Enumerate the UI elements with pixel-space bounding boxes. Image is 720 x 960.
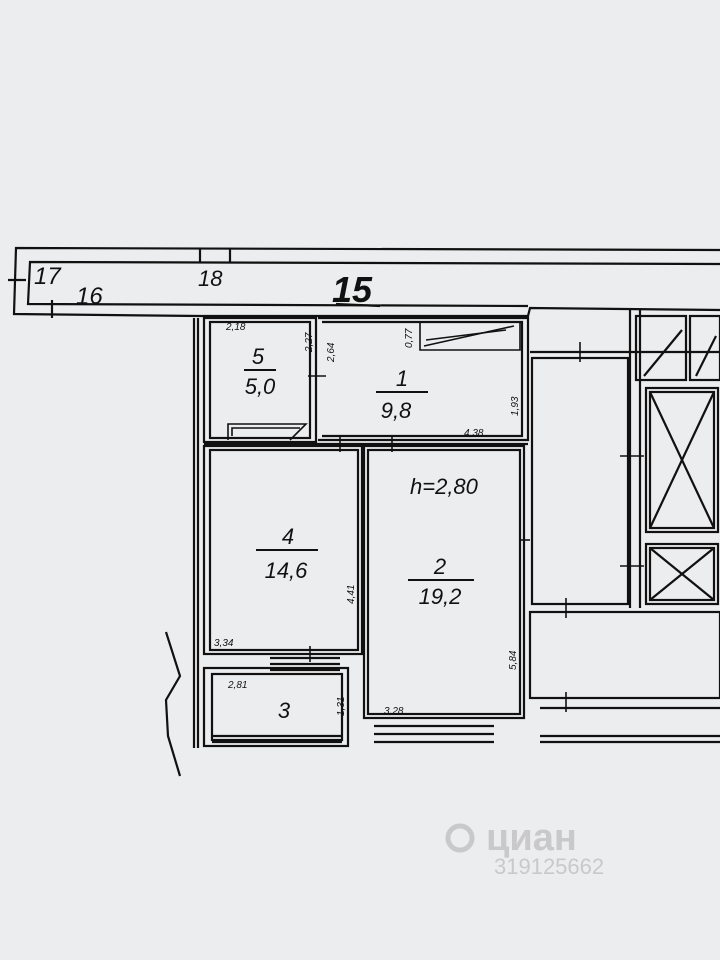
dim-r1-b: 0,77	[404, 328, 415, 348]
dim-r3-width: 2,81	[227, 680, 247, 691]
dim-r5-depth: 2,27	[304, 332, 315, 353]
room-area: 14,6	[265, 558, 309, 583]
room-number: 2	[433, 554, 446, 579]
room-number: 3	[278, 698, 291, 723]
corridor-label-17: 17	[34, 263, 62, 290]
fixtures	[227, 322, 521, 441]
dim-r2-width: 3,28	[384, 706, 404, 717]
dimension-labels: 2,18 2,27 2,64 0,77 1,93 4,38 4,41 3,34 …	[214, 322, 521, 717]
dim-r5-width: 2,18	[225, 322, 246, 333]
corridor-labels: 17 16 18 15	[34, 263, 373, 310]
room-5: 5 5,0	[244, 344, 276, 399]
dim-r4-width: 3,34	[214, 638, 234, 649]
wall-ticks	[308, 342, 644, 712]
room-number: 1	[396, 366, 408, 391]
floor-number: 15	[332, 269, 373, 310]
room-number: 5	[252, 344, 265, 369]
dim-r2-depth: 5,84	[508, 650, 519, 670]
watermark-logo-icon	[445, 823, 475, 853]
watermark-brand: циан	[486, 817, 577, 859]
dim-r1-width: 4,38	[464, 428, 484, 439]
ceiling-height: h=2,80	[410, 474, 479, 499]
dim-r1-a: 2,64	[326, 342, 337, 363]
dim-r1-c: 1,93	[510, 396, 521, 416]
apartment-walls	[164, 316, 530, 777]
room-4: 4 14,6	[256, 524, 318, 583]
room-area: 9,8	[381, 398, 412, 423]
room-3: 3	[278, 698, 291, 723]
corridor-label-18: 18	[198, 266, 223, 291]
neighbor-block	[528, 310, 720, 744]
room-1: 1 9,8	[376, 366, 428, 423]
room-area: 5,0	[245, 374, 276, 399]
dim-r3-depth: 1,31	[336, 697, 347, 716]
room-2: h=2,80 2 19,2	[408, 474, 479, 609]
corridor-label-16: 16	[76, 283, 103, 310]
corridor	[8, 246, 720, 318]
watermark: циан 319125662	[445, 817, 604, 879]
watermark-id: 319125662	[494, 854, 604, 879]
room-number: 4	[282, 524, 294, 549]
room-area: 19,2	[419, 584, 462, 609]
dim-r4-height: 4,41	[346, 585, 357, 604]
